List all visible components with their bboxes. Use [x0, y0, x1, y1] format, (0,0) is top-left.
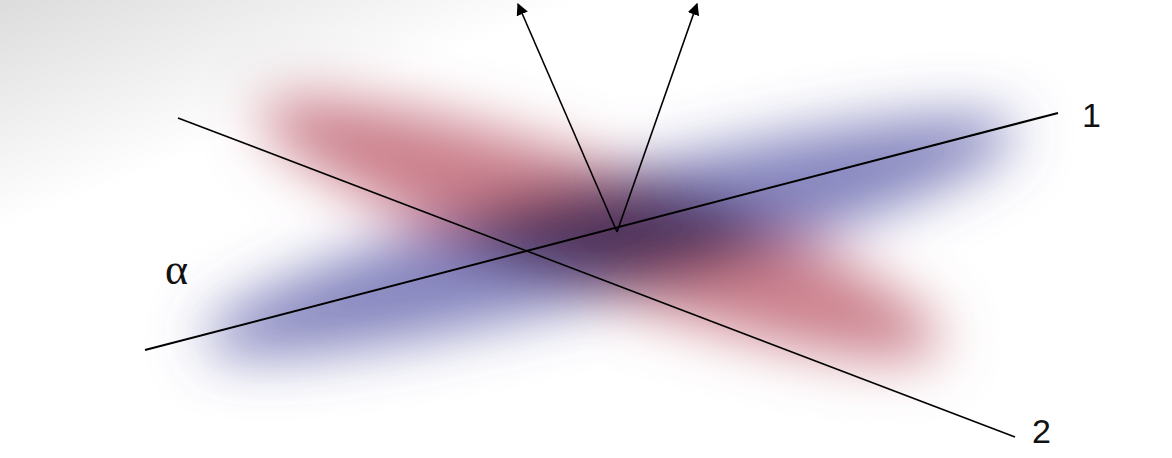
- beam-number: 1: [1082, 98, 1101, 132]
- outgoing-arrow: [518, 4, 617, 232]
- outgoing-arrow: [617, 4, 697, 232]
- angle-label: α: [165, 248, 188, 292]
- beam-number: 2: [1032, 414, 1051, 448]
- blue-beam-cloud: [189, 74, 1031, 398]
- beam-clouds: [189, 52, 1031, 404]
- red-beam-cloud: [239, 52, 960, 404]
- beam-line-1: [145, 113, 1058, 350]
- beam-line-2: [178, 118, 1015, 437]
- overlap-core: [462, 192, 762, 272]
